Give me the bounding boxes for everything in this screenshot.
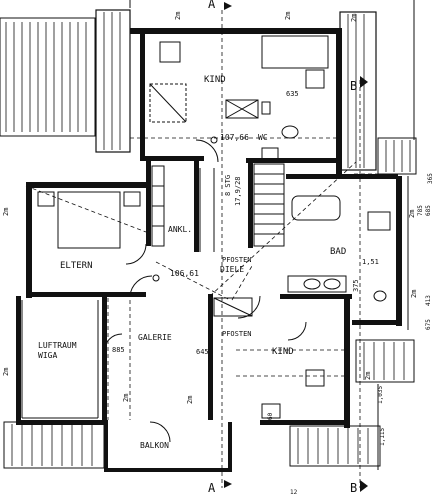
dim-balkon-window-right: 2m [186, 396, 194, 404]
room-label-balkon: BALKON [140, 441, 169, 450]
dim-left-window-lower: 2m [2, 368, 10, 376]
stair-ratio: 17,9/28 [234, 176, 242, 206]
dim-top-left-window: 2m [174, 12, 182, 20]
level-marker-icon [152, 274, 160, 282]
dim-right-window-upper: 2m [408, 210, 416, 218]
room-label-eltern: ELTERN [60, 261, 93, 271]
roof-hatch-bottom [3, 339, 415, 469]
dim-bad-side-a: 685 [425, 205, 432, 216]
dim-right-window-mid: 2m [410, 290, 418, 298]
dim-left-window: 2m [2, 208, 10, 216]
luftraum-frame [21, 300, 99, 419]
section-marker-a-top: A [208, 0, 216, 11]
label-pfosten-lower: PFOSTEN [222, 330, 252, 338]
walls [16, 28, 402, 472]
dim-balkon-window-left: 2m [122, 394, 130, 402]
stair-steps: 8 STG [224, 175, 232, 196]
doors [103, 139, 307, 443]
level-lower: 106,61 [170, 269, 199, 278]
room-label-diele: DIELE [220, 265, 244, 274]
room-label-kind-top: KIND [204, 75, 226, 85]
dim-right-small: 12 [290, 489, 298, 495]
room-label-luftraum: LUFTRAUM [38, 341, 77, 350]
section-markers [221, 2, 368, 492]
dim-kind-door: 60 [267, 412, 274, 420]
dim-kind-side: 1,035 [377, 386, 384, 404]
level-upper: 107,66 [220, 133, 249, 142]
room-label-wiga: WIGA [38, 351, 57, 360]
room-label-kind-bottom: KIND [272, 347, 294, 357]
dim-kind-window-lower: 2m [364, 372, 372, 380]
dimension-lines [129, 0, 415, 470]
section-marker-b-top: B [350, 79, 357, 93]
dim-bad-width: 1,51 [362, 258, 379, 266]
dim-wc-width: 635 [286, 90, 299, 98]
dim-right-mid: 785 [417, 205, 424, 216]
dim-bad-opening: 375 [352, 279, 360, 292]
roof-hatch-right [339, 11, 417, 175]
dim-bad-side-c: 675 [425, 319, 432, 330]
room-label-bad: BAD [330, 247, 346, 257]
section-marker-a-bottom: A [208, 481, 216, 495]
dashed-lines [25, 137, 396, 420]
dim-right-top: 365 [427, 173, 434, 184]
dim-pfosten-offset: 645 [196, 348, 209, 356]
dim-top-center-window: 2m [284, 12, 292, 20]
roof-hatch-left [0, 9, 131, 153]
staircase [199, 163, 285, 252]
furniture [37, 35, 391, 419]
room-label-galerie: GALERIE [138, 333, 172, 342]
label-pfosten-upper: PFOSTEN [222, 256, 252, 264]
room-label-ankl: ANKL. [168, 225, 192, 234]
wardrobe-ankl [151, 165, 165, 247]
level-marker-icon [210, 136, 218, 144]
dim-galerie-width: 885 [112, 346, 125, 354]
section-marker-b-bottom: B [350, 481, 357, 495]
room-label-wc: WC [258, 133, 268, 142]
dim-bad-side-b: 413 [425, 295, 432, 306]
dim-balkon-side: 1,115 [379, 428, 386, 446]
dim-top-right-window: 2m [350, 14, 358, 22]
